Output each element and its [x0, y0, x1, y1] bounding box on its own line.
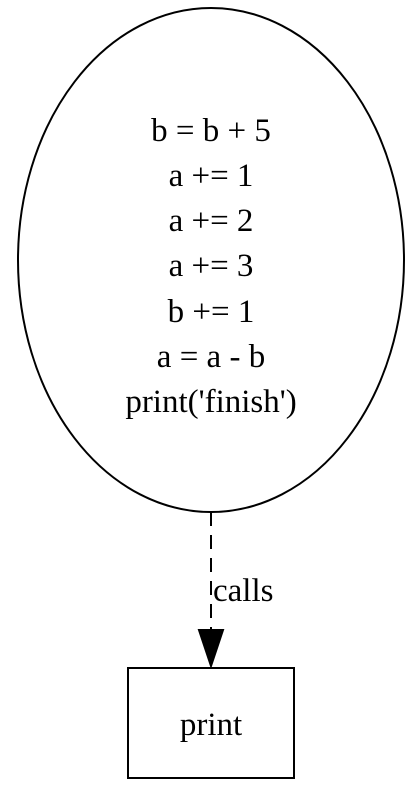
code-line-7: print('finish') — [125, 384, 296, 420]
arrowhead-icon — [197, 629, 225, 670]
calls-edge: calls — [197, 512, 273, 670]
calls-edge-label: calls — [213, 573, 273, 609]
code-line-4: a += 3 — [169, 248, 254, 284]
code-line-5: b += 1 — [168, 294, 255, 330]
print-node-box — [127, 667, 295, 779]
code-line-1: b = b + 5 — [151, 113, 271, 149]
print-node-label: print — [180, 707, 242, 743]
code-line-6: a = a - b — [157, 339, 265, 375]
code-line-2: a += 1 — [169, 158, 254, 194]
print-node[interactable]: print — [127, 667, 295, 779]
code-line-3: a += 2 — [169, 203, 254, 239]
code-block-node[interactable]: b = b + 5 a += 1 a += 2 a += 3 b += 1 a … — [17, 7, 405, 513]
